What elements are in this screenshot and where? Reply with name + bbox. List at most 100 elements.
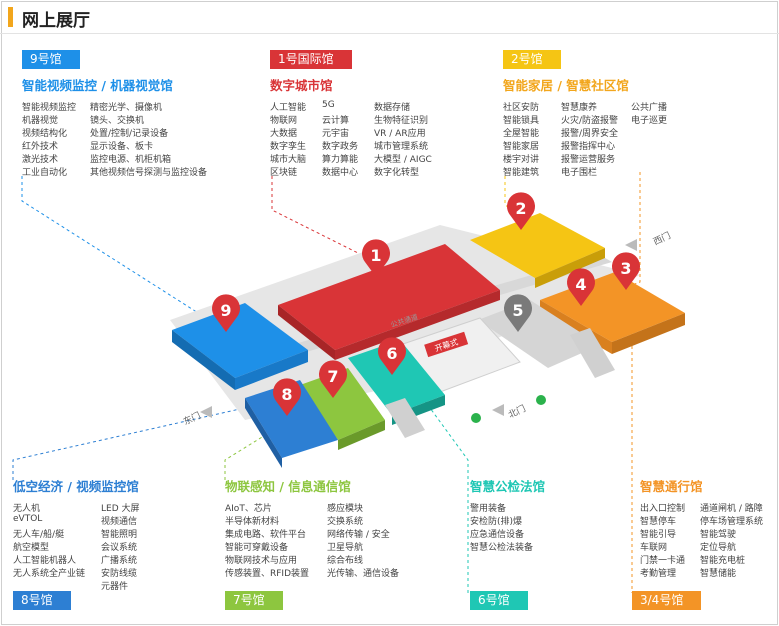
pin-4[interactable]: 4 xyxy=(567,268,595,306)
hall-1-subtitle: 数字城市馆 xyxy=(270,78,333,93)
hall-item: 其他视频信号探测与监控设备 xyxy=(90,168,208,178)
hall-item: 大数据 xyxy=(270,129,298,139)
hall-item: 报警/周界安全 xyxy=(561,129,619,139)
hall-item: 生物特征识别 xyxy=(374,116,429,126)
hall-item: 通道闸机 / 路障 xyxy=(700,504,763,514)
center-sign-bg xyxy=(424,331,469,358)
hall-item: 卫星导航 xyxy=(327,543,364,553)
pin-label: 3 xyxy=(620,259,631,278)
hall-item: 激光技术 xyxy=(22,155,59,165)
hall-item: eVTOL xyxy=(13,514,43,524)
hall-item: 物联网技术与应用 xyxy=(225,556,298,566)
block-south xyxy=(385,398,425,438)
hall-item: 半导体新材料 xyxy=(225,517,280,527)
hall-2-subtitle: 智能家居 / 智慧社区馆 xyxy=(503,78,629,93)
hall-6-info: 智慧公检法馆 警用装备安检防(排)爆应急通信设备智慧公检法装备 xyxy=(470,476,620,553)
hall-7-tag: 7号馆 xyxy=(225,591,283,610)
hall-item: 智能充电桩 xyxy=(700,556,746,566)
hall-item: 会议系统 xyxy=(101,543,138,553)
hall-item: LED 大屏 xyxy=(101,504,140,514)
pin-label: 5 xyxy=(512,301,523,320)
hall-1-tag: 1号国际馆 xyxy=(270,50,352,69)
hall-item: 云计算 xyxy=(322,116,350,126)
hall-item: 智能引导 xyxy=(640,530,677,540)
hall-item: 停车场管理系统 xyxy=(700,517,764,527)
hall-item: 智能锁具 xyxy=(503,116,540,126)
gate-east-arrow xyxy=(625,239,637,251)
pin-1[interactable]: 1 xyxy=(362,239,391,277)
hall-6-items: 警用装备安检防(排)爆应急通信设备智慧公检法装备 xyxy=(470,501,620,553)
leader-6 xyxy=(394,359,469,593)
hall-item: 数据存储 xyxy=(374,103,411,113)
pin-label: 8 xyxy=(281,385,292,404)
hall-2-items: 社区安防智慧康养公共广播智能锁具火灾/防盗报警电子巡更全屋智能报警/周界安全智能… xyxy=(503,100,723,178)
hall-item: 报警运营服务 xyxy=(561,155,616,165)
pin-label: 6 xyxy=(386,344,397,363)
pin-8[interactable]: 8 xyxy=(273,378,301,416)
pin-3[interactable]: 3 xyxy=(612,252,640,290)
hall-item xyxy=(631,126,701,139)
hall-item: 智能可穿戴设备 xyxy=(225,543,289,553)
hall-2-tag: 2号馆 xyxy=(503,50,561,69)
hall-34-subtitle: 智慧通行馆 xyxy=(640,479,703,494)
hall-item: 警用装备 xyxy=(470,504,507,514)
hall-8-top xyxy=(245,380,338,458)
hall-item: 社区安防 xyxy=(503,103,540,113)
header-accent xyxy=(8,7,13,27)
hall-7-front xyxy=(338,420,385,450)
hall-item: 数字化转型 xyxy=(374,168,420,178)
hall-item: 定位导航 xyxy=(700,543,737,553)
hall-8-subtitle: 低空经济 / 视频监控馆 xyxy=(13,479,139,494)
hall-item: 元器件 xyxy=(101,582,129,592)
gate-north-marker xyxy=(471,413,481,423)
hall-item: 公共广播 xyxy=(631,103,668,113)
gate-east: 西门 xyxy=(651,229,672,247)
pin-label: 1 xyxy=(370,246,381,265)
hall-8-tag: 8号馆 xyxy=(13,591,71,610)
hall-item: 智能视频监控 xyxy=(22,103,77,113)
hall-34-items: 出入口控制通道闸机 / 路障智慧停车停车场管理系统智能引导智能驾驶车联网定位导航… xyxy=(640,501,775,579)
hall-6-tag: 6号馆 xyxy=(470,591,528,610)
hall-item: 智慧康养 xyxy=(561,103,598,113)
pin-label: 2 xyxy=(515,199,526,218)
pin-label: 7 xyxy=(327,367,338,386)
hall-item: 区块链 xyxy=(270,168,298,178)
pin-label: 4 xyxy=(575,275,586,294)
hall-item: 物联网 xyxy=(270,116,298,126)
pin-2[interactable]: 2 xyxy=(507,192,535,230)
hall-item: 传感装置、RFID装置 xyxy=(225,569,310,579)
hall-9-subtitle: 智能视频监控 / 机器视觉馆 xyxy=(22,78,173,93)
hall-item: 智能家居 xyxy=(503,142,540,152)
hall-item: 交换系统 xyxy=(327,517,364,527)
pin-6[interactable]: 6 xyxy=(378,337,406,375)
hall-9-info: 9号馆 智能视频监控 / 机器视觉馆 智能视频监控精密光学、摄像机机器视觉镜头、… xyxy=(22,48,252,178)
hall-7-info: 物联感知 / 信息通信馆 AIoT、芯片感应模块半导体新材料交换系统集成电路、软… xyxy=(225,476,435,579)
hall-item: 无人车/船/艇 xyxy=(13,530,65,540)
hall-item: 广播系统 xyxy=(101,556,138,566)
hall-item: 安检防(排)爆 xyxy=(470,517,523,527)
hall-34-front xyxy=(612,313,685,354)
hall-item: 火灾/防盗报警 xyxy=(561,116,619,126)
hall-item: 考勤管理 xyxy=(640,569,677,579)
hall-item: 无人系统全产业链 xyxy=(13,569,86,579)
header-bar: 网上展厅 xyxy=(0,0,779,34)
hall-item: 集成电路、软件平台 xyxy=(225,530,307,540)
hall-item: 监控电源、机柜机箱 xyxy=(90,155,172,165)
hall-item: 处置/控制/记录设备 xyxy=(90,129,169,139)
hall-item: 红外技术 xyxy=(22,142,59,152)
block-east xyxy=(570,328,615,378)
pin-5[interactable]: 5 xyxy=(504,294,532,332)
pin-9[interactable]: 9 xyxy=(211,294,240,332)
hall-item: 楼宇对讲 xyxy=(503,155,540,165)
pin-7[interactable]: 7 xyxy=(319,360,348,398)
hall-7-top xyxy=(300,368,385,440)
hall-item: 视频结构化 xyxy=(22,129,68,139)
hall-item: 感应模块 xyxy=(327,504,364,514)
page-title: 网上展厅 xyxy=(22,11,90,31)
hall-9-front xyxy=(235,350,308,390)
hall-2-top xyxy=(470,213,605,278)
